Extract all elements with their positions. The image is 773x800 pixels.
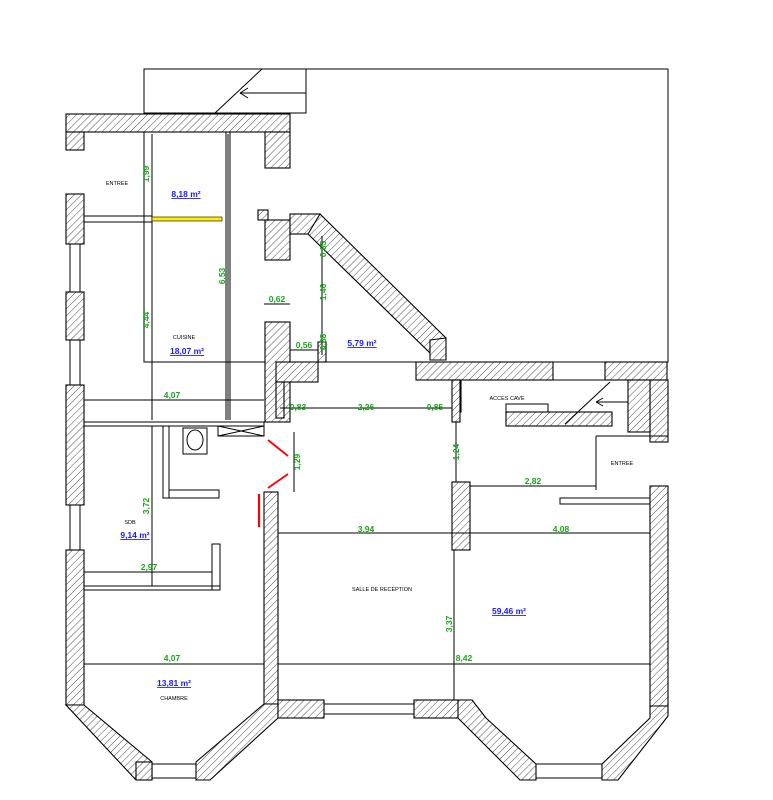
area-sdb: 9,14 m² bbox=[120, 530, 149, 540]
area-entree: 8,18 m² bbox=[171, 189, 200, 199]
room-labels: ENTREE CUISINE SDB CHAMBRE SALLE DE RECE… bbox=[106, 181, 634, 702]
area-chambre: 13,81 m² bbox=[157, 678, 191, 688]
area-cuisine: 18,07 m² bbox=[170, 346, 204, 356]
room-entree-top: ENTREE bbox=[106, 181, 129, 187]
dim-0-62: 0,62 bbox=[269, 294, 286, 304]
dim-4-07-top: 4,07 bbox=[164, 390, 181, 400]
area-couloir: 5,79 m² bbox=[347, 338, 376, 348]
dim-1-24: 1,24 bbox=[451, 443, 461, 460]
dim-0-85-vertical: 0,85 bbox=[318, 240, 328, 257]
dim-3-94: 3,94 bbox=[358, 524, 375, 534]
dim-0-56: 0,56 bbox=[296, 340, 313, 350]
room-chambre: CHAMBRE bbox=[160, 696, 188, 702]
dim-4-44: 4,44 bbox=[141, 311, 151, 328]
dim-2-97: 2,97 bbox=[141, 562, 158, 572]
dim-4-08: 4,08 bbox=[553, 524, 570, 534]
dim-0-88: 0,88 bbox=[318, 333, 328, 350]
dim-8-42: 8,42 bbox=[456, 653, 473, 663]
room-cuisine: CUISINE bbox=[173, 335, 196, 341]
dim-2-26: 2,26 bbox=[358, 402, 375, 412]
dim-1-46: 1,46 bbox=[318, 283, 328, 300]
dim-3-37: 3,37 bbox=[444, 615, 454, 632]
room-acces-cave: ACCES CAVE bbox=[489, 396, 524, 402]
dim-0-83: 0,83 bbox=[290, 402, 307, 412]
dim-1-99: 1,99 bbox=[141, 165, 151, 182]
dimension-lines bbox=[84, 134, 650, 700]
dim-3-72: 3,72 bbox=[141, 497, 151, 514]
dimension-labels: 1,99 6,53 4,44 0,62 0,85 1,46 0,56 0,88 … bbox=[141, 165, 570, 663]
area-labels: 8,18 m² 18,07 m² 5,79 m² 9,14 m² 13,81 m… bbox=[120, 189, 526, 688]
dim-0-85-horizontal: 0,85 bbox=[427, 402, 444, 412]
room-entree-right: ENTREE bbox=[611, 461, 634, 467]
dim-2-82: 2,82 bbox=[525, 476, 542, 486]
room-sdb: SDB bbox=[124, 520, 136, 526]
dim-4-07-bottom: 4,07 bbox=[164, 653, 181, 663]
walls bbox=[64, 113, 669, 781]
dim-1-29: 1,29 bbox=[292, 453, 302, 470]
room-salle-reception: SALLE DE RECEPTION bbox=[352, 587, 412, 593]
dim-6-53: 6,53 bbox=[217, 267, 227, 284]
area-salle: 59,46 m² bbox=[492, 606, 526, 616]
